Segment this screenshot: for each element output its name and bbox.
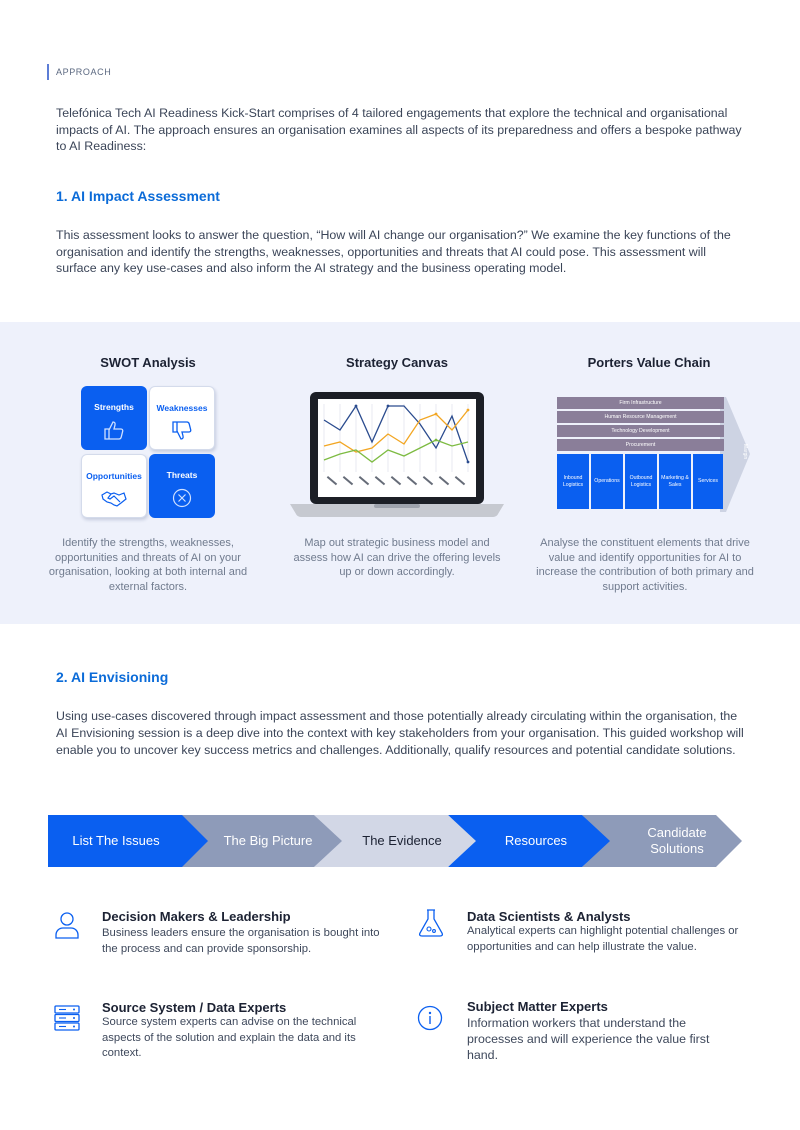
role-title-subject-matter: Subject Matter Experts [467, 999, 608, 1014]
pv-primary-3: Outbound Logistics [625, 454, 657, 509]
swot-weaknesses: Weaknesses [149, 386, 215, 450]
role-title-decision-makers: Decision Makers & Leadership [102, 909, 291, 924]
flow-step-label: Candidate Solutions [647, 825, 707, 856]
section-tag: APPROACH [47, 64, 111, 80]
x-circle-icon [172, 488, 192, 508]
thumbs-down-icon [172, 421, 192, 440]
section2-body: Using use-cases discovered through impac… [56, 709, 744, 757]
swot-threats-label: Threats [166, 470, 198, 480]
role-title-data-scientists: Data Scientists & Analysts [467, 909, 631, 924]
handshake-icon [101, 491, 127, 507]
section1-title: 1. AI Impact Assessment [56, 188, 220, 204]
porter-title: Porters Value Chain [587, 355, 711, 370]
swot-opportunities-label: Opportunities [86, 471, 142, 481]
swot-weaknesses-label: Weaknesses [156, 403, 208, 413]
pv-primary-4: Marketing & Sales [659, 454, 691, 509]
flask-icon [418, 909, 444, 937]
margin-label: Margin [742, 444, 748, 460]
server-icon [54, 1005, 80, 1031]
pv-support-2: Human Resource Management [557, 411, 724, 423]
person-icon [55, 912, 79, 939]
pv-support-1: Firm Infrastructure [557, 397, 724, 409]
laptop-strategy-canvas [290, 392, 504, 517]
flow-step-list-the-issues: List The Issues [48, 815, 208, 867]
swot-strengths-label: Strengths [94, 402, 134, 412]
role-desc-subject-matter: Information workers that understand the … [467, 1016, 710, 1062]
info-icon [417, 1005, 443, 1031]
canvas-title: Strategy Canvas [346, 355, 448, 370]
swot-opportunities: Opportunities [81, 454, 147, 518]
pv-primary-5: Services [693, 454, 723, 509]
swot-description: Identify the strengths, weaknesses, oppo… [48, 537, 248, 593]
role-desc-data-scientists: Analytical experts can highlight potenti… [467, 925, 739, 953]
pv-support-3: Technology Development [557, 425, 724, 437]
section1-body: This assessment looks to answer the ques… [56, 228, 731, 275]
porter-description: Analyse the constituent elements that dr… [536, 537, 754, 593]
swot-threats: Threats [149, 454, 215, 518]
section2-title: 2. AI Envisioning [56, 669, 169, 685]
swot-title: SWOT Analysis [100, 355, 196, 370]
intro-paragraph: Telefónica Tech AI Readiness Kick-Start … [56, 106, 742, 153]
pv-support-4: Procurement [557, 439, 724, 451]
role-desc-source-system: Source system experts can advise on the … [102, 1016, 357, 1059]
canvas-description: Map out strategic business model and ass… [293, 537, 501, 579]
thumbs-up-icon [104, 421, 124, 440]
role-desc-decision-makers: Business leaders ensure the organisation… [102, 927, 380, 955]
margin-arrow [720, 397, 750, 512]
role-title-source-system: Source System / Data Experts [102, 1000, 287, 1015]
pv-primary-2: Operations [591, 454, 623, 509]
pv-primary-1: Inbound Logistics [557, 454, 589, 509]
swot-strengths: Strengths [81, 386, 147, 450]
